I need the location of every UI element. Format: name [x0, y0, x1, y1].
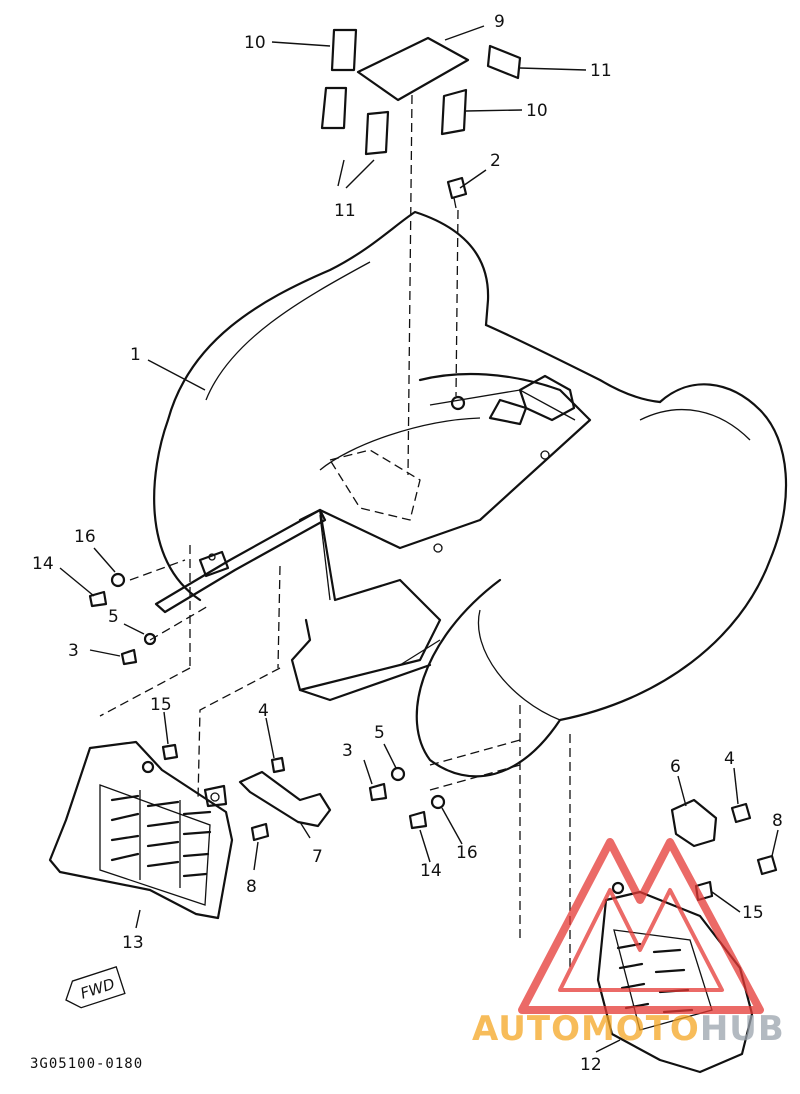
callout-3-right: 3: [342, 741, 353, 761]
leader-lines: [59, 25, 779, 1053]
callout-4-right: 4: [724, 749, 735, 769]
number-plate-9: [356, 36, 470, 102]
bracket-7: [203, 770, 332, 828]
assembly-lines: [99, 94, 571, 970]
callout-15-left: 15: [150, 695, 172, 715]
decal-11-left-b: [364, 110, 390, 156]
callout-3-left: 3: [68, 641, 79, 661]
callout-10-left: 10: [244, 33, 266, 53]
callout-16-right: 16: [456, 843, 478, 863]
svg-text:AUTOMOTOHUB: AUTOMOTOHUB: [472, 1009, 785, 1049]
decal-10-right: [440, 88, 468, 136]
watermark-word-hub: HUB: [700, 1009, 785, 1049]
hardware-left: [88, 572, 286, 842]
callout-11-left: 11: [334, 201, 356, 221]
fwd-indicator: FWD: [65, 966, 126, 1009]
callout-16-left: 16: [74, 527, 96, 547]
callout-2: 2: [490, 151, 501, 171]
decal-11-right: [486, 44, 522, 80]
decal-10-left: [330, 28, 358, 72]
watermark-word-automoto: AUTOMOTO: [472, 1009, 700, 1049]
mud-flap-13: [48, 740, 234, 920]
callout-1: 1: [130, 345, 141, 365]
callout-5-right: 5: [374, 723, 385, 743]
callout-6: 6: [670, 757, 681, 777]
callout-15-right: 15: [742, 903, 764, 923]
callout-4-left: 4: [258, 701, 269, 721]
drawing-code: 3G05100-0180: [30, 1056, 143, 1072]
callout-8-right: 8: [772, 811, 783, 831]
callout-7: 7: [312, 847, 323, 867]
callout-10-right: 10: [526, 101, 548, 121]
callout-5-left: 5: [108, 607, 119, 627]
callout-8-left: 8: [246, 877, 257, 897]
callout-13: 13: [122, 933, 144, 953]
callout-11-right: 11: [590, 61, 612, 81]
callout-9: 9: [494, 12, 505, 32]
callout-12: 12: [580, 1055, 602, 1075]
rear-fender-1: [153, 210, 788, 778]
callout-14-left: 14: [32, 554, 54, 574]
callout-14-right: 14: [420, 861, 442, 881]
bolt-2: [446, 176, 468, 209]
decal-11-left-a: [320, 86, 348, 130]
automotohub-watermark: AUTOMOTOHUB: [472, 838, 785, 1049]
hardware-right: [368, 766, 778, 902]
